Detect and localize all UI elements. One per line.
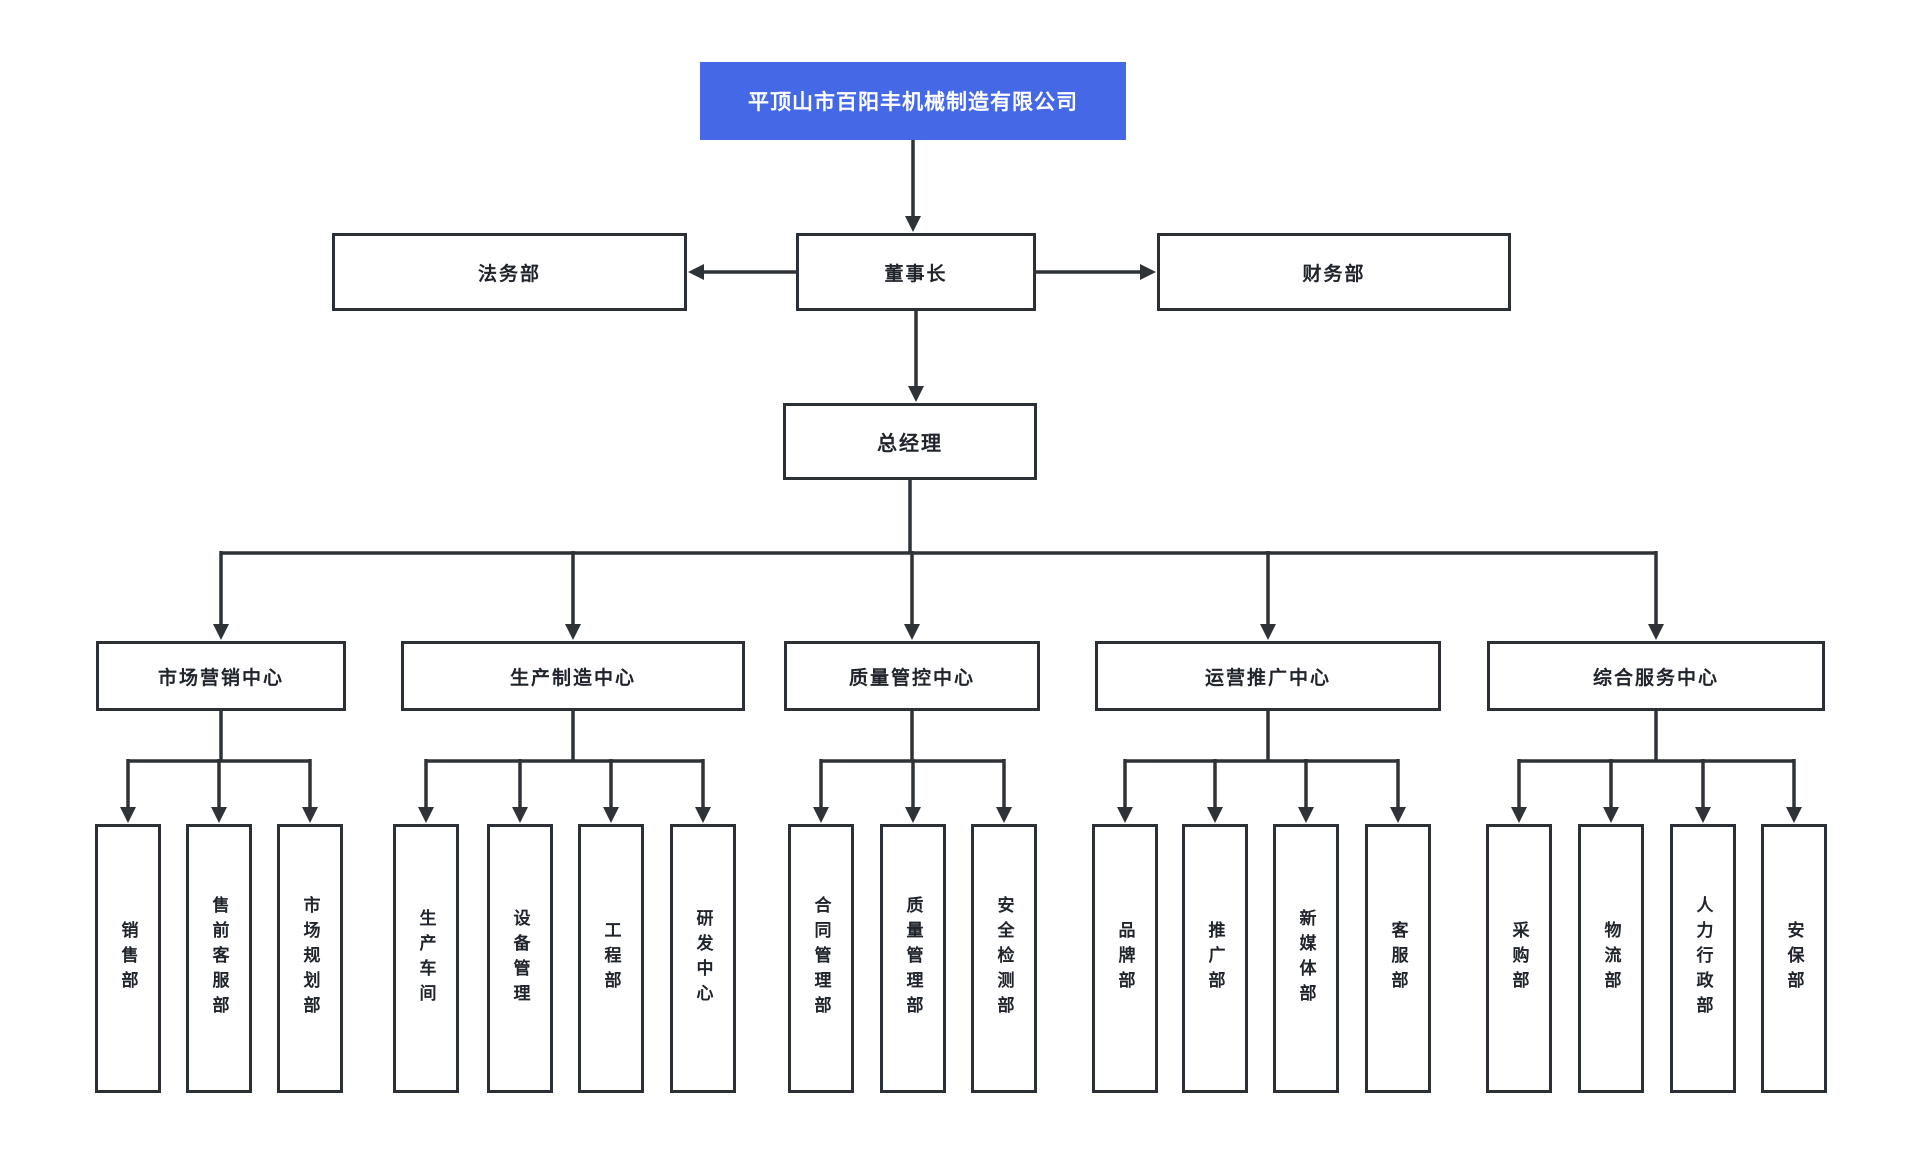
dept-safety-testing-label: 安全检测部 (994, 896, 1014, 1021)
box-dept-new-media[interactable]: 新媒体部 (1273, 824, 1339, 1093)
box-general-manager[interactable]: 总经理 (783, 403, 1037, 480)
general-manager-label: 总经理 (877, 433, 943, 455)
dept-customer-service-label: 客服部 (1388, 921, 1408, 996)
legal-dept-label: 法务部 (477, 263, 541, 285)
company-name-label: 平顶山市百阳丰机械制造有限公司 (748, 91, 1078, 114)
box-dept-sales[interactable]: 销售部 (95, 824, 161, 1093)
box-center-marketing[interactable]: 市场营销中心 (96, 641, 346, 711)
box-dept-quality-mgmt[interactable]: 质量管理部 (880, 824, 946, 1093)
center-operations-label: 运营推广中心 (1204, 667, 1331, 689)
dept-logistics-label: 物流部 (1601, 921, 1621, 996)
box-dept-promotion[interactable]: 推广部 (1182, 824, 1248, 1093)
dept-security-label: 安保部 (1784, 921, 1804, 996)
box-dept-engineering[interactable]: 工程部 (578, 824, 644, 1093)
box-company[interactable]: 平顶山市百阳丰机械制造有限公司 (700, 62, 1126, 140)
box-dept-brand[interactable]: 品牌部 (1092, 824, 1158, 1093)
box-dept-hr-admin[interactable]: 人力行政部 (1670, 824, 1736, 1093)
dept-promotion-label: 推广部 (1205, 921, 1225, 996)
box-dept-contract-mgmt[interactable]: 合同管理部 (788, 824, 854, 1093)
box-chairman[interactable]: 董事长 (796, 233, 1036, 311)
box-dept-customer-service[interactable]: 客服部 (1365, 824, 1431, 1093)
dept-sales-label: 销售部 (118, 921, 138, 996)
dept-market-planning-label: 市场规划部 (300, 896, 320, 1021)
dept-production-workshop-label: 生产车间 (416, 908, 436, 1009)
center-quality-label: 质量管控中心 (848, 667, 975, 689)
box-center-production[interactable]: 生产制造中心 (401, 641, 745, 711)
dept-engineering-label: 工程部 (601, 921, 621, 996)
finance-dept-label: 财务部 (1302, 263, 1366, 285)
center-services-label: 综合服务中心 (1592, 667, 1719, 689)
box-dept-procurement[interactable]: 采购部 (1486, 824, 1552, 1093)
dept-presales-service-label: 售前客服部 (209, 896, 229, 1021)
dept-new-media-label: 新媒体部 (1296, 908, 1316, 1009)
box-center-quality[interactable]: 质量管控中心 (784, 641, 1040, 711)
box-center-operations[interactable]: 运营推广中心 (1095, 641, 1441, 711)
dept-procurement-label: 采购部 (1509, 921, 1529, 996)
box-dept-rnd-center[interactable]: 研发中心 (670, 824, 736, 1093)
dept-quality-mgmt-label: 质量管理部 (903, 896, 923, 1021)
dept-brand-label: 品牌部 (1115, 921, 1135, 996)
dept-rnd-center-label: 研发中心 (693, 908, 713, 1009)
box-dept-safety-testing[interactable]: 安全检测部 (971, 824, 1037, 1093)
box-dept-presales-service[interactable]: 售前客服部 (186, 824, 252, 1093)
box-dept-equipment-mgmt[interactable]: 设备管理 (487, 824, 553, 1093)
box-center-services[interactable]: 综合服务中心 (1487, 641, 1825, 711)
box-dept-market-planning[interactable]: 市场规划部 (277, 824, 343, 1093)
box-dept-production-workshop[interactable]: 生产车间 (393, 824, 459, 1093)
chairman-label: 董事长 (884, 263, 948, 285)
center-production-label: 生产制造中心 (509, 667, 636, 689)
box-legal-dept[interactable]: 法务部 (332, 233, 687, 311)
dept-equipment-mgmt-label: 设备管理 (510, 908, 530, 1009)
box-dept-security[interactable]: 安保部 (1761, 824, 1827, 1093)
center-marketing-label: 市场营销中心 (157, 667, 284, 689)
box-finance-dept[interactable]: 财务部 (1157, 233, 1511, 311)
dept-hr-admin-label: 人力行政部 (1693, 896, 1713, 1021)
dept-contract-mgmt-label: 合同管理部 (811, 896, 831, 1021)
box-dept-logistics[interactable]: 物流部 (1578, 824, 1644, 1093)
